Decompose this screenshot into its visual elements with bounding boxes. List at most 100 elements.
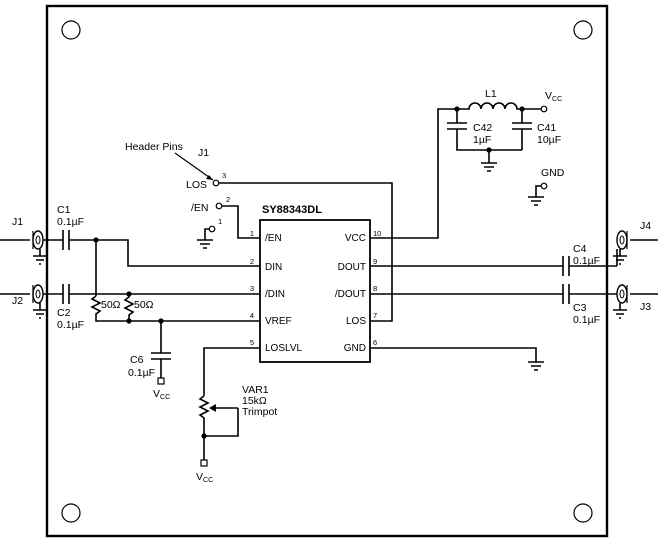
pin-label-din: DIN <box>265 262 282 273</box>
pin-num-10: 10 <box>373 229 381 238</box>
wire-vcc <box>370 108 453 239</box>
capacitor-c2: C2 0.1µF <box>43 284 260 331</box>
ic-sy88343dl: SY88343DL /EN DIN /DIN VREF LOSLVL VCC D… <box>250 204 381 363</box>
pin-label-en: /EN <box>265 233 282 244</box>
header-j1: Header Pins J1 LOS 3 /EN 2 1 <box>125 141 393 322</box>
pin-num-4: 4 <box>250 311 254 320</box>
capacitor-icon <box>447 109 522 151</box>
c4-name: C4 <box>573 243 587 255</box>
pin-label-dout: DOUT <box>338 262 366 273</box>
c3-value: 0.1µF <box>573 314 600 326</box>
pin-num-7: 7 <box>373 311 377 320</box>
header-en-pin: 2 <box>226 195 230 204</box>
pin-label-ndin: /DIN <box>265 289 285 300</box>
ground-icon <box>197 239 213 249</box>
mounting-hole-top-left <box>61 20 81 40</box>
c6-vcc-label: VCC <box>153 388 170 401</box>
header-los-pin: 3 <box>222 171 226 180</box>
resistor-icon <box>90 295 260 322</box>
mounting-hole-top-right <box>573 20 593 40</box>
var1-name: VAR1 <box>242 384 269 396</box>
wire-gnd <box>370 347 537 362</box>
vcc-terminal <box>540 105 548 113</box>
pin-label-loslvl: LOSLVL <box>265 343 302 354</box>
pin-label-vcc: VCC <box>345 233 366 244</box>
junction-trimpot <box>201 433 207 439</box>
junction-ndin <box>126 291 132 297</box>
c1-name: C1 <box>57 204 71 216</box>
header-gnd-terminal <box>208 225 216 233</box>
header-en-terminal <box>215 202 223 210</box>
c1-value: 0.1µF <box>57 216 84 228</box>
connector-j2-label: J2 <box>12 295 23 307</box>
connector-j3-label: J3 <box>640 301 651 313</box>
pin-num-5: 5 <box>250 338 254 347</box>
header-en-label: /EN <box>191 202 209 214</box>
mounting-hole-bottom-right <box>573 503 593 523</box>
header-pointer <box>174 152 214 181</box>
output-dout: C4 0.1µF <box>370 243 617 276</box>
wire-los <box>219 182 393 322</box>
coax-connector-icon <box>35 289 41 299</box>
pin-label-los: LOS <box>346 316 366 327</box>
header-los-label: LOS <box>186 179 207 191</box>
c2-value: 0.1µF <box>57 319 84 331</box>
ic-body <box>259 219 371 363</box>
capacitor-icon <box>512 109 532 150</box>
connector-j4-label: J4 <box>640 220 651 232</box>
c41-name: C41 <box>537 122 556 134</box>
resistor-icon <box>198 395 210 460</box>
connector-j2: J2 <box>0 284 47 319</box>
c6-vcc-terminal <box>157 377 165 385</box>
ground-icon <box>613 255 627 265</box>
ic-name: SY88343DL <box>262 204 322 216</box>
c41-value: 10µF <box>537 134 561 146</box>
connector-j1-label: J1 <box>12 216 23 228</box>
ground-icon <box>33 309 47 319</box>
coax-connector-icon <box>619 235 625 245</box>
wire-loslvl <box>203 347 260 396</box>
pin-num-2: 2 <box>250 257 254 266</box>
ground-icon <box>528 361 544 371</box>
c6-name: C6 <box>130 354 144 366</box>
capacitor-icon <box>562 256 570 276</box>
c2-name: C2 <box>57 307 71 319</box>
var1-value: 15kΩ <box>242 395 267 407</box>
header-caption: Header Pins <box>125 141 183 153</box>
pin-label-vref: VREF <box>265 316 292 327</box>
header-gnd-pin: 1 <box>218 217 222 226</box>
c4-value: 0.1µF <box>573 255 600 267</box>
capacitor-icon <box>62 284 70 304</box>
connector-j3: J3 <box>613 284 658 319</box>
pin-num-8: 8 <box>373 284 377 293</box>
connector-j1: J1 <box>0 216 47 265</box>
wire-en <box>222 205 260 239</box>
pin-label-ndout: /DOUT <box>335 289 366 300</box>
gnd-terminal <box>540 182 548 190</box>
pin-num-1: 1 <box>250 229 254 238</box>
pin-num-9: 9 <box>373 257 377 266</box>
pin-num-6: 6 <box>373 338 377 347</box>
header-los-terminal <box>212 179 220 187</box>
c42-value: 1µF <box>473 134 491 146</box>
capacitor-icon <box>62 230 70 250</box>
r1-value: 50Ω <box>101 299 121 311</box>
coax-connector-icon <box>35 235 41 245</box>
ground-icon <box>33 255 47 265</box>
capacitor-icon <box>562 284 570 304</box>
header-name: J1 <box>198 147 209 159</box>
wiper-arrow-icon <box>209 404 216 412</box>
r2-value: 50Ω <box>134 299 154 311</box>
gnd-terminal-label: GND <box>541 167 565 179</box>
ground-icon <box>528 196 544 206</box>
capacitor-c6: C6 0.1µF VCC <box>128 321 171 401</box>
junction-vref-r <box>126 318 132 324</box>
var1-vcc-label: VCC <box>196 471 213 484</box>
ground-icon <box>613 309 627 319</box>
vcc-top-label: VCC <box>545 90 562 103</box>
ground-icon <box>481 162 497 172</box>
header-pointer-arrow <box>206 175 213 180</box>
junction-din <box>93 237 99 243</box>
connector-j4: J4 <box>613 220 658 266</box>
